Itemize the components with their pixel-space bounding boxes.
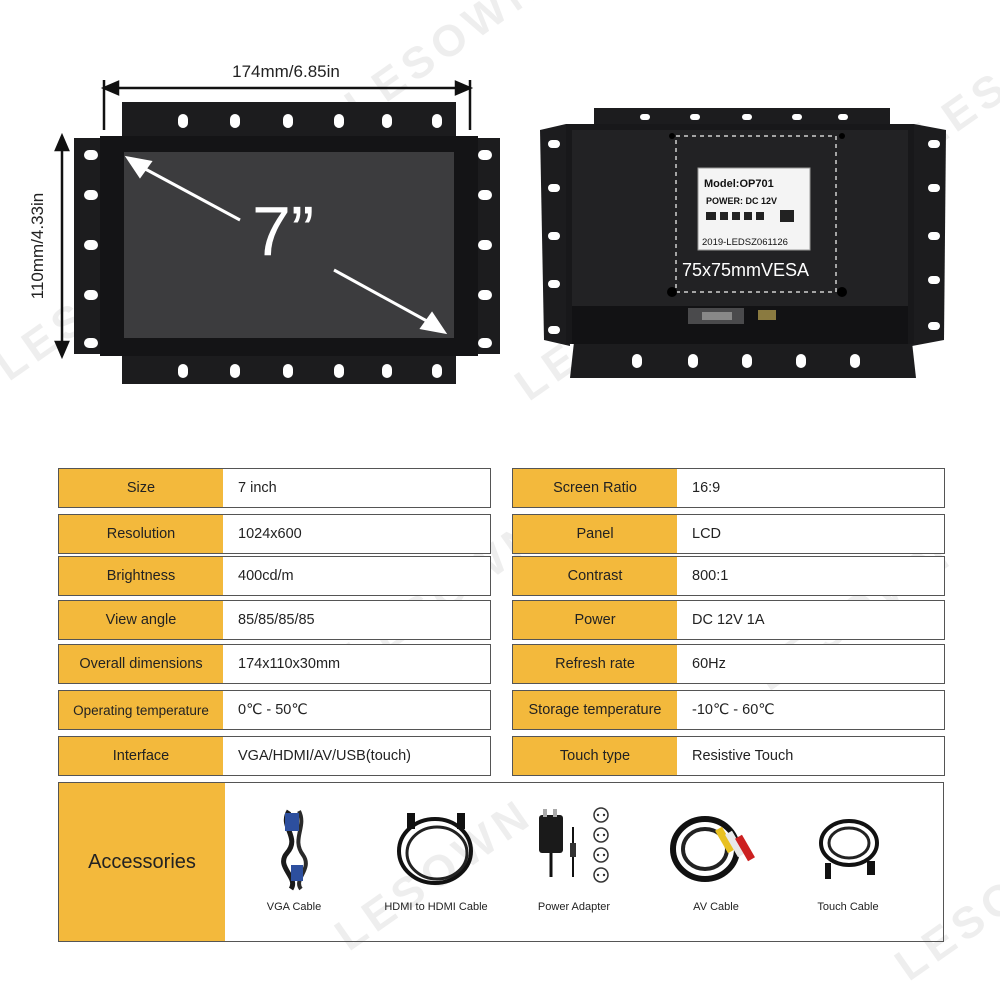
accessory-item: VGA Cable	[229, 783, 359, 941]
spec-value: 400cd/m	[238, 568, 294, 584]
spec-key: Contrast	[513, 557, 677, 595]
power-label: POWER: DC 12V	[706, 196, 778, 206]
spec-row: Contrast 800:1	[512, 556, 945, 596]
spec-value: VGA/HDMI/AV/USB(touch)	[238, 748, 411, 764]
width-dimension-label: 174mm/6.85in	[232, 62, 340, 81]
spec-row: Operating temperature 0℃ - 50℃	[58, 690, 491, 730]
spec-key: Panel	[513, 515, 677, 553]
spec-value: DC 12V 1A	[692, 612, 765, 628]
spec-key: Operating temperature	[59, 691, 223, 729]
spec-value: 174x110x30mm	[238, 656, 341, 672]
spec-row: Size 7 inch	[58, 468, 491, 508]
spec-row: Storage temperature -10℃ - 60℃	[512, 690, 945, 730]
spec-row: Resolution 1024x600	[58, 514, 491, 554]
spec-value: -10℃ - 60℃	[692, 702, 775, 718]
spec-value: 60Hz	[692, 656, 726, 672]
spec-value: Resistive Touch	[692, 748, 794, 764]
accessory-caption: AV Cable	[693, 901, 739, 913]
monitor-front-image	[54, 80, 500, 384]
monitor-back-image	[540, 108, 946, 378]
accessories-list: VGA Cable HDMI to HDMI Cable	[225, 783, 943, 941]
spec-key: Power	[513, 601, 677, 639]
accessory-caption: VGA Cable	[266, 901, 322, 913]
accessory-caption: Touch Cable	[817, 901, 879, 913]
spec-value: 85/85/85/85	[238, 612, 315, 628]
spec-value: LCD	[692, 526, 722, 542]
spec-row: Power DC 12V 1A	[512, 600, 945, 640]
specs-table-right: Screen Ratio 16:9 Panel LCD Contrast 800…	[512, 0, 945, 1000]
spec-key: Brightness	[59, 557, 223, 595]
accessory-caption: HDMI to HDMI Cable	[384, 901, 488, 913]
accessory-item: Touch Cable	[783, 783, 913, 941]
spec-value: 1024x600	[238, 526, 302, 542]
accessory-item: HDMI to HDMI Cable	[371, 783, 501, 941]
spec-row: Panel LCD	[512, 514, 945, 554]
touch-cable-icon	[819, 819, 879, 879]
spec-key: Screen Ratio	[513, 469, 677, 507]
hdmi-cable-icon	[397, 813, 473, 885]
spec-row: Brightness 400cd/m	[58, 556, 491, 596]
specs-table-left: Size 7 inch Resolution 1024x600 Brightne…	[58, 0, 491, 1000]
spec-value: 7 inch	[238, 480, 277, 496]
accessories-label: Accessories	[59, 783, 225, 941]
spec-key: Resolution	[59, 515, 223, 553]
serial-label: 2019-LEDSZ061126	[702, 237, 788, 248]
accessory-item: AV Cable	[651, 783, 781, 941]
spec-row: Overall dimensions 174x110x30mm	[58, 644, 491, 684]
spec-key: Overall dimensions	[59, 645, 223, 683]
spec-key: Size	[59, 469, 223, 507]
model-label: Model:OP701	[704, 178, 774, 190]
spec-key: Refresh rate	[513, 645, 677, 683]
accessories-section: Accessories VGA Cable HDMI to HDMI Cable	[58, 782, 944, 942]
spec-key: View angle	[59, 601, 223, 639]
accessory-item: Power Adapter	[509, 783, 639, 941]
screen-size-label: 7”	[252, 192, 315, 270]
spec-key: Interface	[59, 737, 223, 775]
spec-key: Touch type	[513, 737, 677, 775]
av-cable-icon	[670, 816, 755, 882]
spec-value: 0℃ - 50℃	[238, 702, 308, 718]
power-adapter-icon	[539, 807, 609, 883]
spec-row: Screen Ratio 16:9	[512, 468, 945, 508]
spec-value: 800:1	[692, 568, 729, 584]
vesa-label: 75x75mmVESA	[682, 260, 810, 280]
vga-cable-icon	[281, 809, 308, 891]
accessory-caption: Power Adapter	[537, 901, 611, 913]
spec-row: Refresh rate 60Hz	[512, 644, 945, 684]
spec-key: Storage temperature	[513, 691, 677, 729]
spec-value: 16:9	[692, 480, 721, 496]
spec-row: Touch type Resistive Touch	[512, 736, 945, 776]
spec-row: Interface VGA/HDMI/AV/USB(touch)	[58, 736, 491, 776]
spec-row: View angle 85/85/85/85	[58, 600, 491, 640]
